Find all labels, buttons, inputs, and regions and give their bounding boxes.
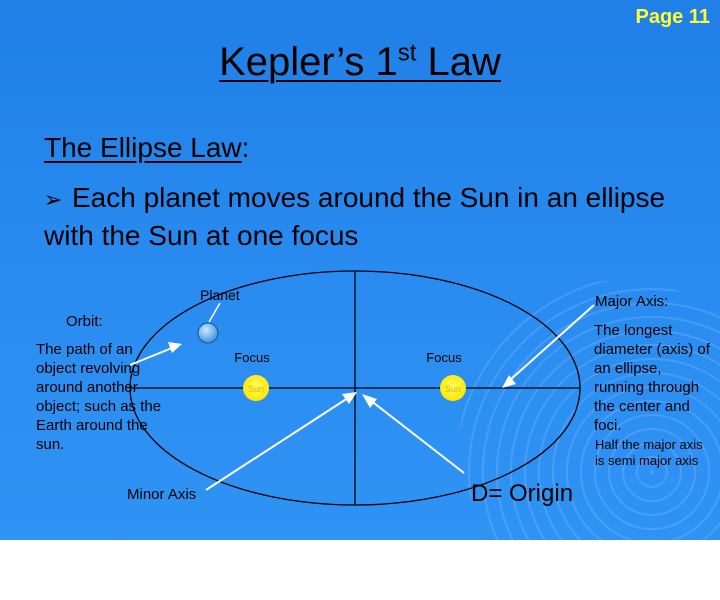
sun-left <box>243 375 269 401</box>
orbit-pointer-head <box>168 342 182 353</box>
major-axis-pointer <box>509 304 595 381</box>
slide-background <box>0 0 720 540</box>
major-axis-pointer-head <box>502 375 516 388</box>
bullet-item: ➢Each planet moves around the Sun in an … <box>44 180 684 254</box>
title-main: Kepler’s 1 <box>219 40 398 85</box>
slide-title: Kepler’s 1st Law <box>0 40 720 85</box>
focus-right-label: Focus <box>426 350 462 365</box>
bullet-arrow-icon: ➢ <box>44 187 63 212</box>
major-axis-label: Major Axis: <box>595 293 669 310</box>
semi-major-note: Half the major axis is semi major axis <box>595 437 703 468</box>
orbit-description: The path of an object revolving around a… <box>36 341 162 453</box>
minor-axis-pointer-head <box>342 392 357 404</box>
minor-axis-label: Minor Axis <box>127 486 197 503</box>
law-colon: : <box>241 132 250 163</box>
origin-pointer-head <box>362 394 377 408</box>
sun-right <box>440 375 466 401</box>
minor-axis-pointer <box>205 395 352 491</box>
title-rest: Law <box>416 40 501 85</box>
sun-left-label: Sun <box>248 384 264 394</box>
ellipse-diagram: Focus Focus Sun Sun <box>129 270 595 506</box>
planet-label: Planet <box>200 287 240 303</box>
origin-pointer <box>369 399 465 474</box>
focus-left-label: Focus <box>234 350 270 365</box>
major-axis-description: The longest diameter (axis) of an ellips… <box>594 322 710 434</box>
law-name: The Ellipse Law <box>44 132 242 163</box>
law-heading: The Ellipse Law: <box>44 132 249 164</box>
planet-pointer <box>208 302 221 323</box>
planet-icon <box>197 322 219 344</box>
sun-right-label: Sun <box>445 384 461 394</box>
orbit-label: Orbit: <box>66 313 103 330</box>
title-superscript: st <box>397 40 417 67</box>
origin-label: D= Origin <box>471 480 574 507</box>
page-number: Page 11 <box>635 6 710 28</box>
bullet-text: Each planet moves around the Sun in an e… <box>44 182 666 251</box>
orbit-pointer <box>129 347 173 366</box>
